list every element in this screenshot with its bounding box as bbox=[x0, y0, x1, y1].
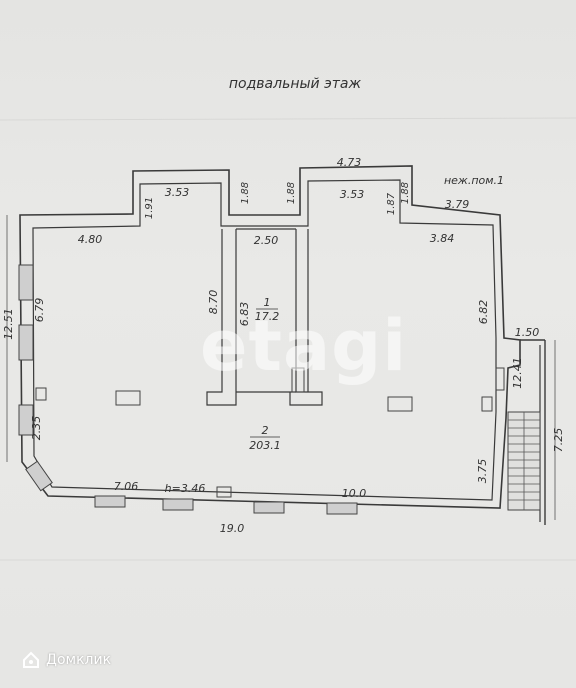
dim-corridor-left-height: 8.70 bbox=[207, 290, 220, 315]
room1-area: 17.2 bbox=[255, 310, 280, 323]
plan-title: подвальный этаж bbox=[229, 76, 362, 92]
dim-left-height-outer: 12.51 bbox=[2, 308, 15, 340]
brand-name: Домклик bbox=[46, 652, 112, 668]
house-icon bbox=[23, 651, 39, 668]
outer-walls bbox=[19, 165, 521, 509]
dim-total-width: 19.0 bbox=[220, 522, 245, 535]
ceiling-height: h=3.46 bbox=[165, 482, 206, 495]
room2-number: 2 bbox=[262, 424, 269, 437]
brand-logo: Домклик bbox=[22, 648, 111, 672]
bottom-windows bbox=[94, 495, 358, 515]
dimension-labels: 3.53 4.73 3.53 неж.пом.1 1.88 1.88 1.91 … bbox=[2, 156, 565, 535]
dim-bottom-left: 7.06 bbox=[114, 480, 139, 493]
room2-area: 203.1 bbox=[249, 439, 281, 452]
dim-upper-left-wall: 4.80 bbox=[78, 233, 103, 246]
note-label: неж.пом.1 bbox=[444, 174, 504, 187]
left-windows bbox=[18, 264, 53, 492]
dim-right-lower: 3.75 bbox=[476, 459, 489, 484]
dim-left-notch-depth: 1.91 bbox=[144, 197, 155, 219]
dim-right-notch-b: 1.88 bbox=[400, 182, 411, 204]
room-labels: 1 17.2 2 203.1 bbox=[249, 296, 281, 452]
dim-left-height-inner: 6.79 bbox=[33, 298, 46, 323]
dim-room1-height: 6.83 bbox=[238, 302, 251, 327]
dim-right-outer-height: 12.41 bbox=[511, 357, 524, 389]
dim-top-left-width: 3.53 bbox=[165, 186, 190, 199]
watermark-logo: etagi bbox=[200, 305, 408, 387]
dim-right-inner-height: 6.82 bbox=[477, 300, 490, 325]
dim-upper-right-inner: 3.84 bbox=[430, 232, 455, 245]
dim-right-notch-depth: 1.87 bbox=[386, 192, 397, 215]
room2-fixtures bbox=[35, 367, 505, 498]
dim-stair-width: 1.50 bbox=[515, 326, 540, 339]
dim-stair-length: 7.25 bbox=[552, 428, 565, 453]
room1-walls bbox=[206, 228, 323, 406]
dim-left-lower: 2.35 bbox=[30, 416, 43, 441]
dim-upper-right-outer: 3.79 bbox=[445, 198, 470, 211]
room1-number: 1 bbox=[264, 296, 271, 309]
dim-left-notch-a: 1.88 bbox=[240, 182, 251, 204]
dim-corridor-width: 2.50 bbox=[254, 234, 279, 247]
dim-top-right-width: 3.53 bbox=[340, 188, 365, 201]
dim-bottom-right: 10.0 bbox=[342, 487, 367, 500]
dim-top-middle-width: 4.73 bbox=[337, 156, 362, 169]
staircase bbox=[507, 339, 546, 525]
dim-left-notch-b: 1.88 bbox=[286, 182, 297, 204]
